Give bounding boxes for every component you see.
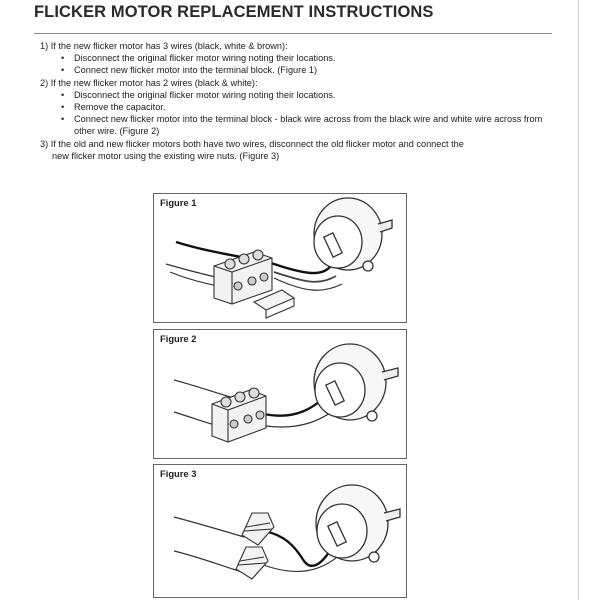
bullet-item: Disconnect the original flicker motor wi… <box>58 90 560 102</box>
figure-1: Figure 1 <box>153 193 407 323</box>
capacitor <box>252 289 296 319</box>
instructions: 1) If the new flicker motor has 3 wires … <box>40 41 560 165</box>
step-1-bullets: Disconnect the original flicker motor wi… <box>40 53 560 77</box>
page-title: FLICKER MOTOR REPLACEMENT INSTRUCTIONS <box>34 3 434 21</box>
title-divider <box>34 33 552 34</box>
step-text: 3) If the old and new flicker motors bot… <box>40 139 464 150</box>
flicker-motor <box>313 343 399 422</box>
flicker-motor <box>313 197 393 272</box>
bullet-item: Connect new flicker motor into the termi… <box>58 114 560 138</box>
figure-3-label: Figure 3 <box>160 468 197 479</box>
bullet-item: Disconnect the original flicker motor wi… <box>58 53 560 65</box>
figure-2-drawing <box>173 343 399 443</box>
step-continuation: new flicker motor using the existing wir… <box>52 151 280 162</box>
step-text: 1) If the new flicker motor has 3 wires … <box>40 41 288 51</box>
wire-brown <box>273 271 337 283</box>
figure-2: Figure 2 <box>153 329 407 459</box>
wire-white-2 <box>173 550 240 572</box>
step-2-bullets: Disconnect the original flicker motor wi… <box>40 90 560 137</box>
wire-black <box>175 240 334 275</box>
step-1: 1) If the new flicker motor has 3 wires … <box>40 41 560 76</box>
wire-white-3 <box>273 277 343 291</box>
bullet-item: Connect new flicker motor into the termi… <box>58 65 560 77</box>
figure-3: Figure 3 <box>153 464 407 598</box>
wire-nut-top <box>241 512 275 546</box>
step-3: 3) If the old and new flicker motors bot… <box>40 139 560 163</box>
figure-2-label: Figure 2 <box>160 333 197 344</box>
terminal-block <box>213 249 273 305</box>
wire-nut-bottom <box>235 546 269 580</box>
flicker-motor <box>315 484 401 563</box>
wire-white <box>173 516 245 538</box>
bullet-item: Remove the capacitor. <box>58 102 560 114</box>
page-edge-line <box>578 0 579 600</box>
terminal-block <box>211 387 267 443</box>
step-2: 2) If the new flicker motor has 2 wires … <box>40 78 560 137</box>
figure-3-drawing <box>173 484 401 580</box>
figure-1-label: Figure 1 <box>160 197 197 208</box>
step-text: 2) If the new flicker motor has 2 wires … <box>40 78 258 89</box>
figure-1-drawing <box>165 197 393 319</box>
